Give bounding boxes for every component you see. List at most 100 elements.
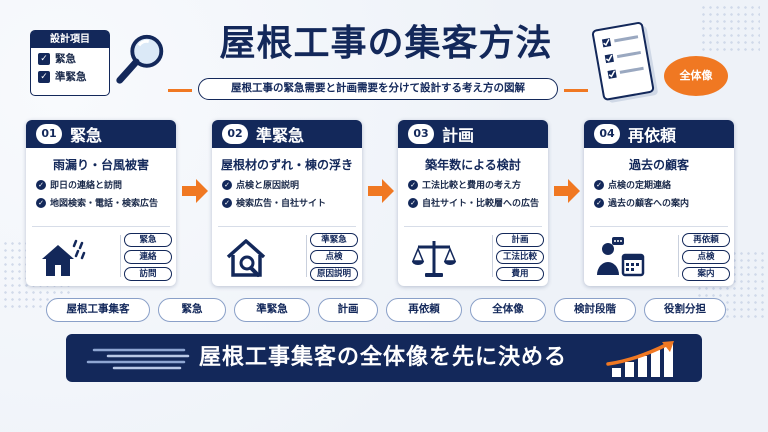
keyword-pill: 計画 [318,298,378,322]
conclusion-banner: 屋根工事集客の全体像を先に決める [66,334,702,382]
growth-chart-icon [606,341,674,377]
arrow-right-icon [182,179,208,203]
card-title: 再依頼 [628,126,677,145]
divider [306,235,307,277]
card-footer: 計画 工法比較 費用 [404,226,544,281]
bullet-text: 即日の連絡と訪問 [50,181,123,191]
tag: 連絡 [124,250,172,264]
tag-list: 計画 工法比較 費用 [496,233,544,284]
card-footer: 再依頼 点検 案内 [590,226,730,281]
card-subtitle: 過去の顧客 [628,158,689,172]
card-bullet: ✓ 自社サイト・比較層への広告 [408,196,548,209]
balance-scale-icon [411,241,457,277]
tag: 再依頼 [682,233,730,247]
card-bullet: ✓ 即日の連絡と訪問 [36,178,176,191]
tag-list: 緊急 連絡 訪問 [124,233,172,284]
page-subtitle: 屋根工事の緊急需要と計画需要を分けて設計する考え方の図解 [198,78,558,100]
legend-item-label: 緊急 [55,53,76,65]
card-header: 02 準緊急 [212,120,362,148]
card-bullet: ✓ 点検と原因説明 [222,178,362,191]
tag: 費用 [496,267,544,281]
dot-pattern [700,4,760,54]
card-header: 01 緊急 [26,120,176,148]
person-calendar-icon [597,237,645,277]
card-number: 01 [36,124,62,144]
tag: 訪問 [124,267,172,281]
keyword-row: 屋根工事集客 緊急 準緊急 計画 再依頼 全体像 検討段階 役割分担 [46,298,726,324]
keyword-pill: 役割分担 [644,298,726,322]
bullet-text: 点検の定期連絡 [608,181,672,191]
stage-card-repeat: 04 再依頼 過去の顧客 ✓ 点検の定期連絡 ✓ 過去の顧客への案内 再依頼 点検 … [584,120,734,286]
house-search-icon [226,239,266,277]
divider [492,235,493,277]
legend-box: 設計項目 ✓ 緊急 ✓ 準緊急 [30,30,110,96]
bullet-text: 点検と原因説明 [236,181,300,191]
divider [120,235,121,277]
card-header: 03 計画 [398,120,548,148]
bullet-text: 検索広告・自社サイト [236,199,327,209]
checkbox-checked-icon: ✓ [38,52,50,65]
house-rain-icon [42,239,86,276]
check-circle-icon: ✓ [408,179,418,190]
subtitle-bar: 屋根工事の緊急需要と計画需要を分けて設計する考え方の図解 [168,78,588,100]
legend-item-label: 準緊急 [55,71,87,83]
tag: 点検 [682,250,730,264]
keyword-pill: 屋根工事集客 [46,298,150,322]
tag: 案内 [682,267,730,281]
card-footer: 準緊急 点検 原因説明 [218,226,358,281]
card-title: 準緊急 [256,126,305,145]
page-title: 屋根工事の集客方法 [219,23,553,64]
check-circle-icon: ✓ [36,179,46,190]
check-circle-icon: ✓ [222,179,232,190]
card-bullet: ✓ 点検の定期連絡 [594,178,734,191]
tag-list: 準緊急 点検 原因説明 [310,233,358,284]
card-subtitle: 築年数による検討 [425,158,521,172]
keyword-pill: 全体像 [470,298,546,322]
bullet-text: 自社サイト・比較層への広告 [422,199,540,209]
tag-list: 再依頼 点検 案内 [682,233,730,284]
keyword-pill: 緊急 [158,298,226,322]
arrow-right-icon [368,179,394,203]
checkbox-checked-icon: ✓ [38,70,50,83]
tag: 緊急 [124,233,172,247]
check-circle-icon: ✓ [36,197,46,208]
checklist-clipboard-icon [591,21,658,103]
card-title: 緊急 [70,126,103,145]
keyword-pill: 準緊急 [234,298,310,322]
keyword-pill: 検討段階 [554,298,636,322]
check-circle-icon: ✓ [222,197,232,208]
check-circle-icon: ✓ [594,179,604,190]
card-title: 計画 [442,126,475,145]
check-circle-icon: ✓ [594,197,604,208]
stage-card-semi-emergency: 02 準緊急 屋根材のずれ・棟の浮き ✓点検と原因説明 ✓検索広告・自社サイト … [212,120,362,286]
bullet-text: 地図検索・電話・検索広告 [50,199,159,209]
legend-heading: 設計項目 [31,31,109,48]
accent-line [168,89,192,92]
tag: 原因説明 [310,267,358,281]
card-subtitle: 屋根材のずれ・棟の浮き [220,158,353,172]
stage-card-emergency: 01 緊急 雨漏り・台風被害 ✓ 即日の連絡と訪問 ✓ 地図検索・電話・検索広告 緊… [26,120,176,286]
card-subtitle: 雨漏り・台風被害 [52,158,149,172]
tag: 工法比較 [496,250,544,264]
bullet-text: 工法比較と費用の考え方 [422,181,522,191]
tag: 準緊急 [310,233,358,247]
card-footer: 緊急 連絡 訪問 [32,226,172,281]
card-bullet: ✓ 過去の顧客への案内 [594,196,734,209]
stage-card-planned: 03 計画 築年数による検討 ✓ 工法比較と費用の考え方 ✓ 自社サイト・比較層への… [398,120,548,286]
keyword-pill: 再依頼 [386,298,462,322]
card-number: 04 [594,124,620,144]
overall-badge: 全体像 [664,56,728,96]
banner-text: 屋根工事集客の全体像を先に決める [198,345,567,370]
card-bullet: ✓ 地図検索・電話・検索広告 [36,196,176,209]
bullet-text: 過去の顧客への案内 [608,199,690,209]
legend-item: ✓ 緊急 [31,48,109,66]
check-circle-icon: ✓ [408,197,418,208]
card-number: 02 [222,124,248,144]
speed-lines-icon [86,348,190,370]
magnifier-icon [116,34,164,84]
card-bullet: ✓ 工法比較と費用の考え方 [408,178,548,191]
tag: 計画 [496,233,544,247]
card-header: 04 再依頼 [584,120,734,148]
card-number: 03 [408,124,434,144]
